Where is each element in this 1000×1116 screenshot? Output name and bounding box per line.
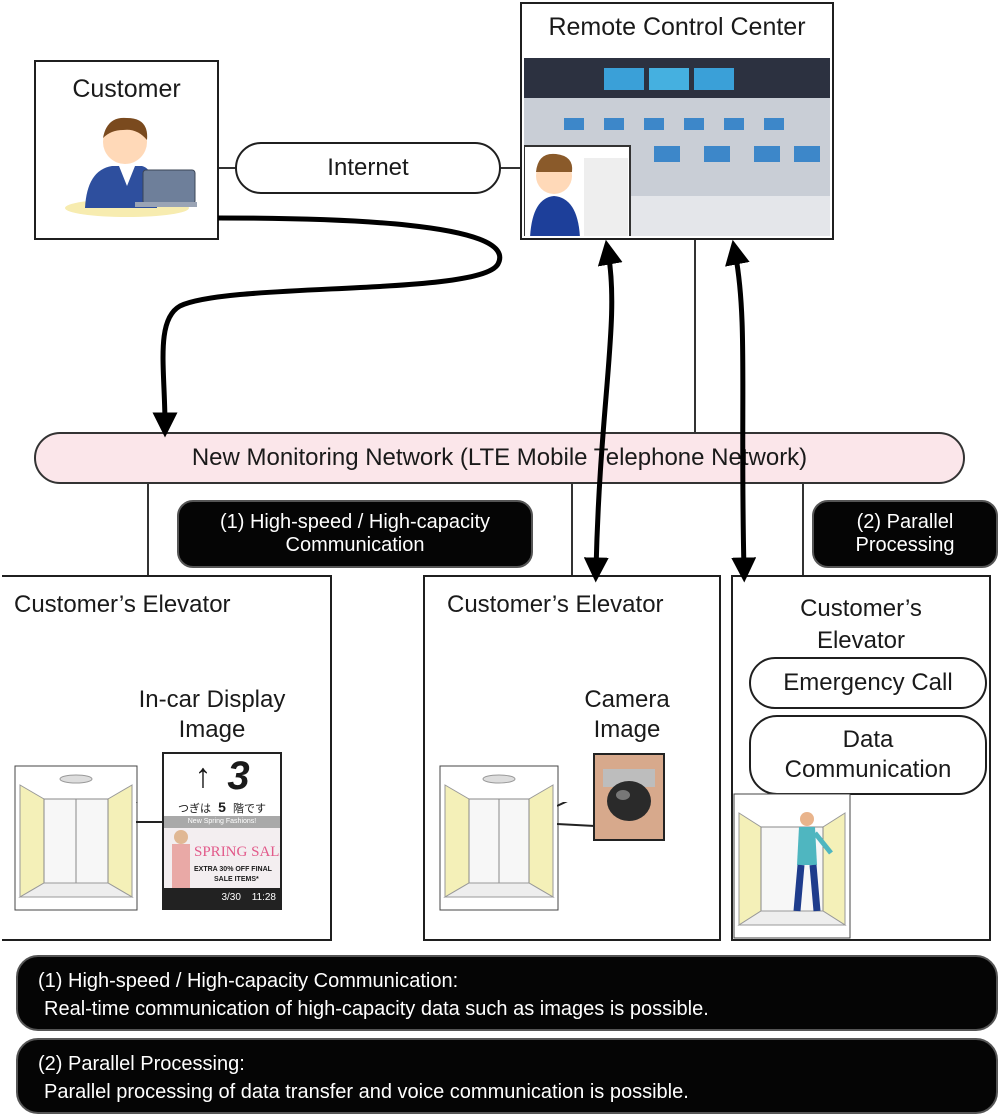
- note-1-body: Real-time communication of high-capacity…: [44, 998, 709, 1020]
- parallel-data-arrow: [725, 239, 757, 583]
- elevator-right-box: Customer’s Elevator Emergency Call Data …: [731, 575, 991, 941]
- camera-callout-lines: [557, 802, 596, 827]
- control-room-photo: [524, 58, 830, 236]
- next-floor: 5: [218, 799, 226, 815]
- ad-title: SPRING SALE: [194, 844, 282, 860]
- ad-tagline: New Spring Fashions!: [164, 816, 280, 828]
- display-time: 11:28: [251, 892, 276, 903]
- data-communication-label: Data Communication: [784, 726, 952, 783]
- elevator-middle-box: Customer’s Elevator Camera Image: [423, 575, 721, 941]
- data-communication-pill: Data Communication: [749, 715, 987, 795]
- monitoring-network-label: New Monitoring Network (LTE Mobile Telep…: [191, 444, 808, 471]
- camera-data-arrow: [583, 239, 623, 583]
- ad-sub2: SALE ITEMS*: [214, 876, 259, 883]
- customer-network-arrow: [152, 215, 503, 438]
- camera-image-photo: [593, 753, 665, 841]
- ad-model-icon: [172, 830, 190, 888]
- note-2-body: Parallel processing of data transfer and…: [44, 1081, 689, 1103]
- feature2-badge: (2) Parallel Processing: [812, 500, 998, 568]
- note-1-heading: (1) High-speed / High-capacity Communica…: [38, 970, 459, 992]
- note-2-heading: (2) Parallel Processing:: [38, 1053, 245, 1075]
- elevator-car-left-icon: [14, 765, 138, 911]
- display-callout-lines: [136, 802, 166, 823]
- emergency-call-pill: Emergency Call: [749, 657, 987, 709]
- emergency-call-label: Emergency Call: [783, 669, 953, 696]
- internet-pill: Internet: [235, 142, 501, 194]
- feature2-badge-label: (2) Parallel Processing: [855, 511, 955, 556]
- note-2: (2) Parallel Processing: Parallel proces…: [16, 1038, 998, 1114]
- elevator-car-middle-icon: [439, 765, 559, 911]
- feature1-badge: (1) High-speed / High-capacity Communica…: [177, 500, 533, 568]
- control-center-title: Remote Control Center: [548, 13, 806, 41]
- current-floor: 3: [227, 753, 250, 798]
- elevator-right-title: Customer’s Elevator: [800, 595, 922, 654]
- ad-sub1: EXTRA 30% OFF FINAL: [194, 866, 272, 873]
- customer-person-icon: [64, 117, 197, 217]
- direction-arrow: ↑: [194, 756, 212, 795]
- in-car-display: ↑ 3 つぎは 5 階です New Spring Fashions! SPRIN…: [162, 752, 282, 910]
- elevator-car-right-icon: [733, 793, 851, 939]
- display-date: 3/30: [221, 892, 241, 903]
- internet-label: Internet: [327, 154, 409, 181]
- monitoring-network-bar: New Monitoring Network (LTE Mobile Telep…: [34, 432, 965, 484]
- next-suffix: 階です: [232, 803, 266, 815]
- feature1-badge-label: (1) High-speed / High-capacity Communica…: [219, 511, 491, 556]
- camera-image-caption: Camera Image: [584, 686, 670, 743]
- in-car-display-caption: In-car Display Image: [138, 686, 286, 743]
- control-center-box: Remote Control Center: [520, 2, 834, 240]
- elevator-middle-title: Customer’s Elevator: [447, 591, 664, 618]
- customer-title: Customer: [72, 75, 181, 103]
- next-prefix: つぎは: [178, 803, 212, 815]
- customer-box: Customer: [34, 60, 219, 240]
- elevator-left-title: Customer’s Elevator: [14, 591, 231, 618]
- note-1: (1) High-speed / High-capacity Communica…: [16, 955, 998, 1031]
- elevator-left-box: Customer’s Elevator In-car Display Image…: [2, 575, 332, 941]
